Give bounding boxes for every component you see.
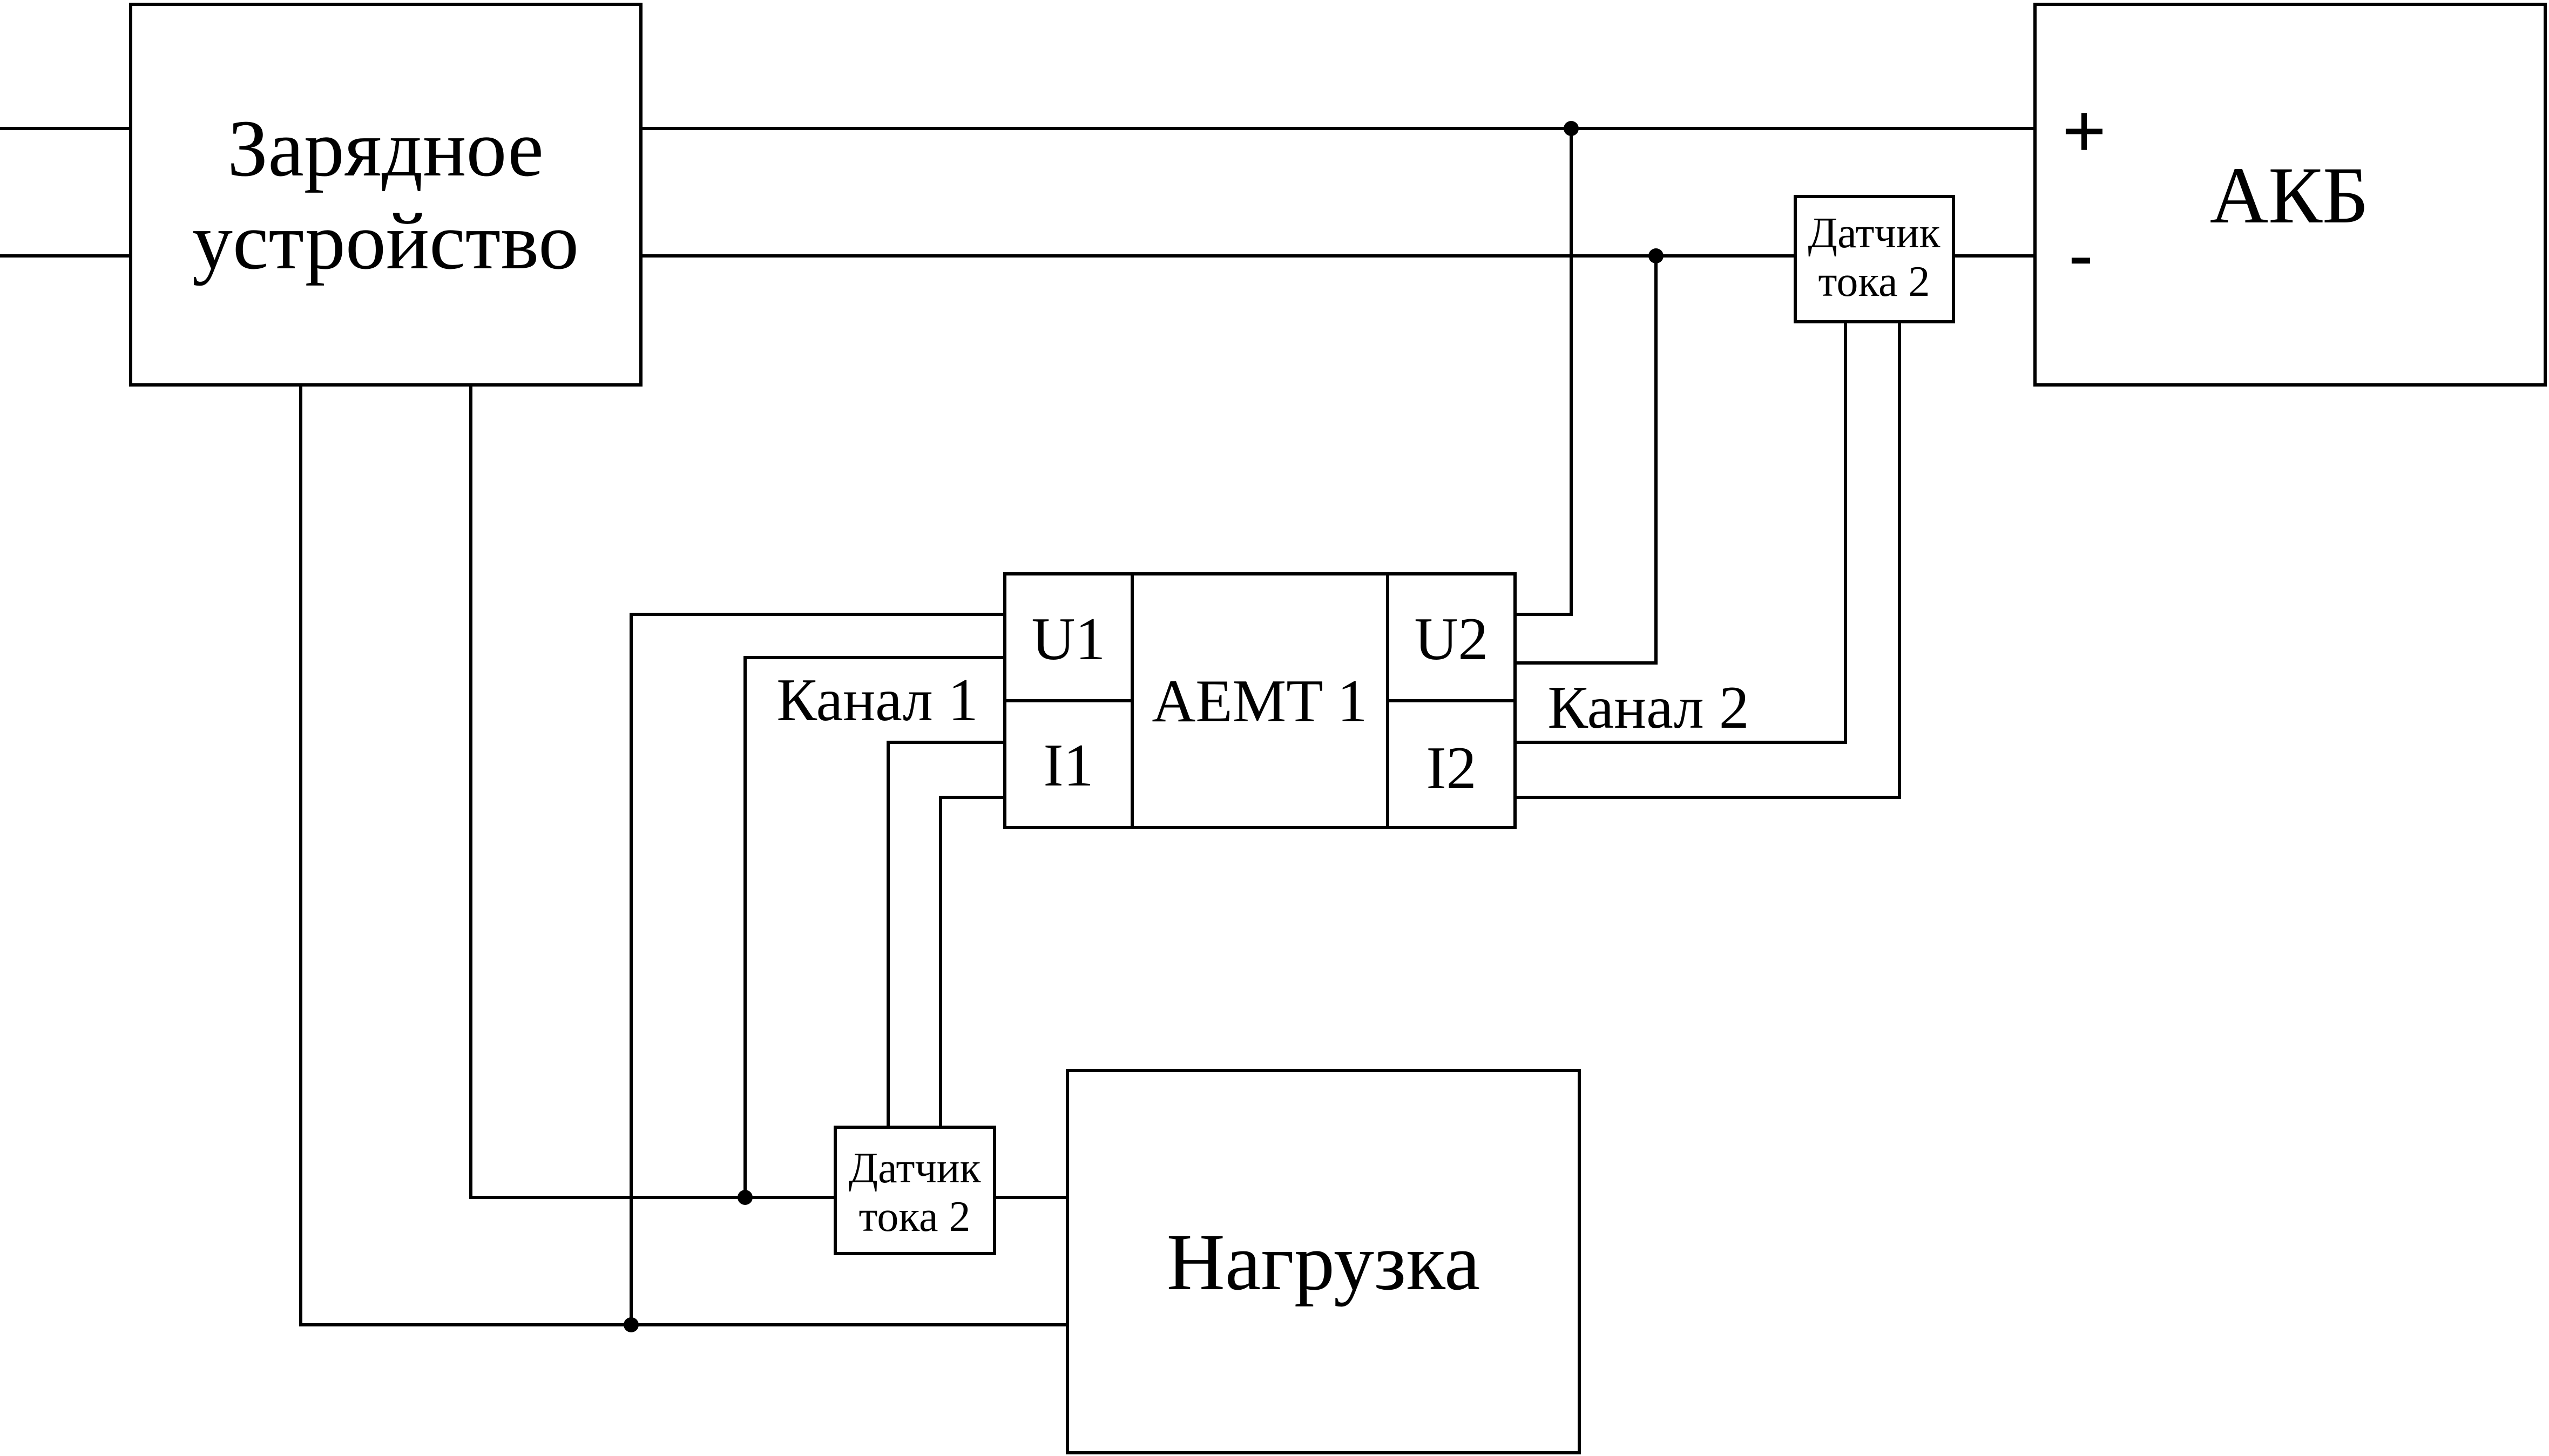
u1-tap-outer (630, 613, 1006, 1326)
load-bus-outer (299, 383, 1069, 1326)
i1-lead-2 (939, 796, 1006, 1129)
i2-lead-1 (1513, 320, 1847, 744)
junction-dot (624, 1317, 639, 1332)
sensor-load-label-line2: тока 2 (858, 1193, 970, 1241)
meter-port-u2: U2 (1415, 606, 1489, 673)
sensor-battery-label-line1: Датчик (1808, 209, 1941, 257)
battery-minus-sign: - (2068, 212, 2094, 297)
charger-label-line2: устройство (192, 197, 579, 286)
meter-label: AEMT 1 (1152, 668, 1367, 735)
load-bus-inner (469, 383, 837, 1199)
battery-plus-sign: + (2062, 88, 2106, 173)
battery-label: АКБ (2210, 151, 2369, 240)
charger-box (129, 3, 643, 387)
channel1-label: Канал 1 (776, 667, 978, 734)
junction-dot (738, 1190, 753, 1205)
sensor-load-label-line1: Датчик (849, 1145, 981, 1192)
junction-dot (1648, 248, 1664, 263)
u1-tap-inner (743, 656, 1006, 1199)
battery-box (2033, 3, 2547, 387)
meter-port-i2: I2 (1426, 735, 1476, 802)
load-label: Нагрузка (1167, 1217, 1480, 1307)
u2-tap-plus (1513, 127, 1573, 616)
sensor-battery-box (1794, 195, 1955, 323)
sensor-load-box (834, 1126, 996, 1255)
junction-dot (1564, 121, 1579, 136)
meter-port-u1: U1 (1032, 606, 1106, 673)
charger-label-line1: Зарядное (227, 104, 544, 193)
i1-lead-1 (887, 741, 1006, 1129)
meter-port-i1: I1 (1043, 732, 1093, 799)
sensor-battery-label-line2: тока 2 (1818, 258, 1930, 306)
load-box (1066, 1069, 1581, 1454)
channel2-label: Канал 2 (1547, 674, 1749, 741)
i2-lead-2 (1513, 320, 1901, 799)
u2-tap-minus (1513, 254, 1658, 665)
